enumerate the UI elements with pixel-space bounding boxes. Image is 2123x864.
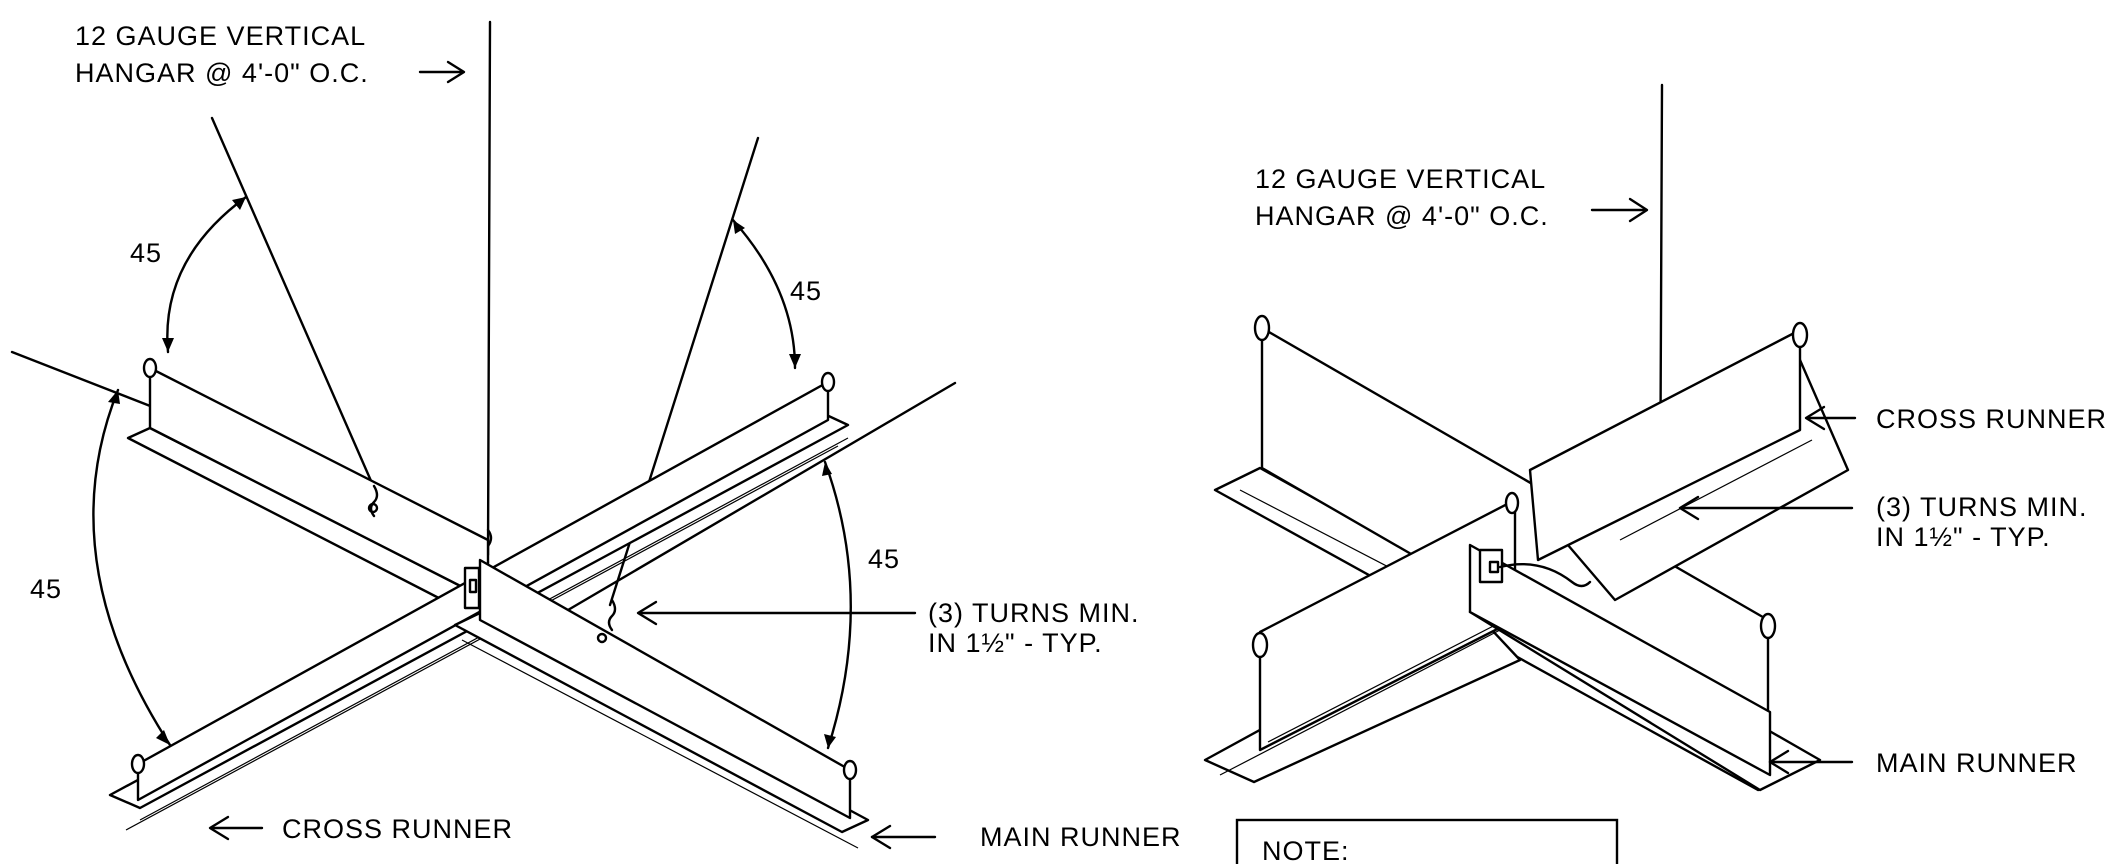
left-angle-label-upper-left: 45 (130, 238, 162, 268)
right-main-runner-label: MAIN RUNNER (1876, 748, 2078, 778)
left-cross-runner-leader-arrow (208, 815, 264, 841)
right-cross-runner-label: CROSS RUNNER (1876, 404, 2107, 434)
left-angle-label-left: 45 (30, 574, 62, 604)
right-turns-label-line1: (3) TURNS MIN. (1876, 492, 2088, 522)
left-angle-label-right: 45 (868, 544, 900, 574)
left-main-runner-leader-arrow (870, 824, 937, 850)
right-turns-label-line2: IN 1½" - TYP. (1876, 522, 2051, 552)
note-box-frame (1235, 818, 1619, 864)
right-cross-runner-front (1203, 491, 1522, 784)
right-turns-leader-arrow (1678, 495, 1854, 521)
right-tie-wire (1498, 563, 1592, 588)
left-angle-arc-upper-right (731, 218, 801, 370)
left-detail: 12 GAUGE VERTICAL HANGAR @ 4'-0" O.C. 45… (10, 20, 1182, 852)
left-loop-b (607, 598, 617, 632)
right-detail: 12 GAUGE VERTICAL HANGAR @ 4'-0" O.C. CR… (1203, 83, 2107, 792)
right-hangar-label-line2: HANGAR @ 4'-0" O.C. (1255, 201, 1549, 231)
left-main-runner-label: MAIN RUNNER (980, 822, 1182, 852)
left-hangar-leader-arrow (418, 60, 466, 84)
left-cross-runner-label: CROSS RUNNER (282, 814, 513, 844)
right-main-runner-front-panel (1468, 543, 1822, 792)
note-box: NOTE: (1235, 818, 1619, 864)
right-hangar-leader-arrow (1590, 197, 1649, 223)
left-loop-b-eye (596, 632, 608, 644)
left-angle-label-upper-right: 45 (790, 276, 822, 306)
left-hangar-label-line1: 12 GAUGE VERTICAL (75, 21, 366, 51)
left-splay-wire-right (566, 381, 957, 612)
right-hangar-label-line1: 12 GAUGE VERTICAL (1255, 164, 1546, 194)
right-cross-runner-leader-arrow (1804, 405, 1857, 431)
left-turns-leader-arrow (636, 600, 917, 626)
left-splay-wire-upper-left (210, 116, 377, 492)
right-cross-runner-back (1528, 321, 1850, 602)
left-turns-label-line2: IN 1½" - TYP. (928, 628, 1103, 658)
left-turns-label-line1: (3) TURNS MIN. (928, 598, 1140, 628)
left-cross-runner-front (453, 558, 870, 849)
left-angle-arc-upper-left (162, 195, 248, 354)
right-main-runner-leader-arrow (1768, 749, 1854, 775)
left-angle-arc-right (822, 460, 852, 750)
left-cross-runner-back (126, 357, 490, 614)
left-vertical-hangar-wire (486, 20, 492, 557)
right-tab-slot (1488, 560, 1500, 574)
note-title: NOTE: (1262, 836, 1350, 864)
left-loop-a-eye (367, 502, 379, 514)
left-hangar-label-line2: HANGAR @ 4'-0" O.C. (75, 58, 369, 88)
left-angle-arc-left (92, 388, 172, 747)
